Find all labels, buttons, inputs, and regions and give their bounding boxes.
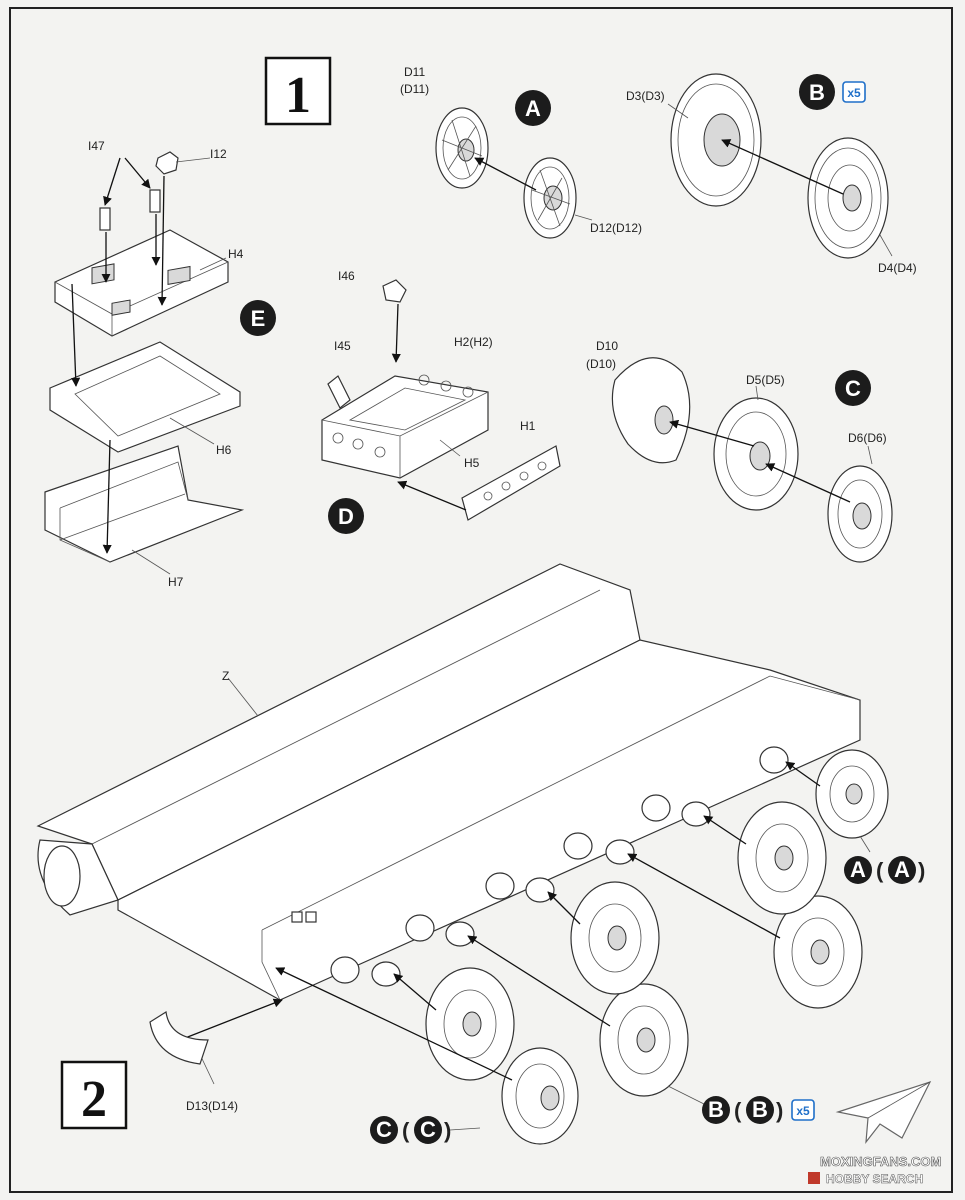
step-2-arrows <box>179 761 871 1131</box>
watermark-logo-icon <box>808 1172 820 1184</box>
label-h4: H4 <box>228 247 244 261</box>
label-h7: H7 <box>168 575 184 589</box>
label-d13: D13(D14) <box>186 1099 238 1113</box>
label-d11-paren: (D11) <box>400 82 429 96</box>
label-d10: D10 <box>596 339 618 353</box>
subassembly-a <box>435 107 593 239</box>
hull-sprocket <box>43 845 579 1145</box>
svg-text:(: ( <box>734 1098 742 1123</box>
label-i46: I46 <box>338 269 355 283</box>
label-h6: H6 <box>216 443 232 457</box>
label-d6: D6(D6) <box>848 431 887 445</box>
svg-text:B: B <box>752 1097 768 1122</box>
svg-text:C: C <box>420 1117 436 1142</box>
svg-text:): ) <box>444 1118 451 1143</box>
step-1-number: 1 <box>285 67 311 124</box>
watermark-line1: MOXINGFANS.COM <box>820 1154 941 1169</box>
svg-text:x5: x5 <box>847 86 861 100</box>
label-d3: D3(D3) <box>626 89 665 103</box>
callout-c: C ( C ) <box>370 1116 451 1144</box>
svg-text:x5: x5 <box>796 1104 810 1118</box>
watermark: MOXINGFANS.COM HOBBY SEARCH <box>808 1080 942 1186</box>
track-guard-part <box>149 1011 209 1065</box>
label-d4: D4(D4) <box>878 261 917 275</box>
step-1-box: 1 <box>264 56 332 126</box>
svg-text:): ) <box>776 1098 783 1123</box>
svg-text:): ) <box>918 858 925 883</box>
label-i45: I45 <box>334 339 351 353</box>
svg-text:(: ( <box>402 1118 410 1143</box>
svg-text:A: A <box>894 857 910 882</box>
label-d10-paren: (D10) <box>586 357 616 371</box>
watermark-line2: HOBBY SEARCH <box>826 1172 923 1186</box>
svg-text:C: C <box>845 376 861 401</box>
badge-c: C <box>835 370 871 406</box>
label-d5: D5(D5) <box>746 373 785 387</box>
subassembly-b <box>667 73 893 259</box>
multiplier-badge: x5 <box>842 81 866 103</box>
sheet-border <box>9 7 953 1193</box>
label-d12: D12(D12) <box>590 221 642 235</box>
badge-d: D <box>328 498 364 534</box>
subassembly-e <box>44 151 245 575</box>
badge-a: A <box>515 90 551 126</box>
svg-text:D: D <box>338 504 354 529</box>
label-d11: D11 <box>404 65 425 79</box>
callout-a: A ( A ) <box>844 856 925 884</box>
label-i47: I47 <box>88 139 105 153</box>
callout-b: B ( B ) x5 <box>702 1096 815 1124</box>
label-h2: H2(H2) <box>454 335 493 349</box>
badge-e: E <box>240 300 276 336</box>
svg-text:A: A <box>525 96 541 121</box>
subassembly-c <box>611 357 893 563</box>
subassembly-d <box>321 279 561 521</box>
svg-text:C: C <box>376 1117 392 1142</box>
label-i12: I12 <box>210 147 227 161</box>
svg-text:B: B <box>708 1097 724 1122</box>
svg-text:B: B <box>809 80 825 105</box>
step-2-number: 2 <box>81 1071 107 1128</box>
svg-text:A: A <box>850 857 866 882</box>
svg-text:E: E <box>251 306 266 331</box>
svg-text:(: ( <box>876 858 884 883</box>
label-h1: H1 <box>520 419 536 433</box>
badge-b: B <box>799 74 835 110</box>
label-z: Z <box>222 669 229 683</box>
step-2-box: 2 <box>60 1060 128 1130</box>
road-wheels <box>425 749 889 1097</box>
label-h5: H5 <box>464 456 480 470</box>
